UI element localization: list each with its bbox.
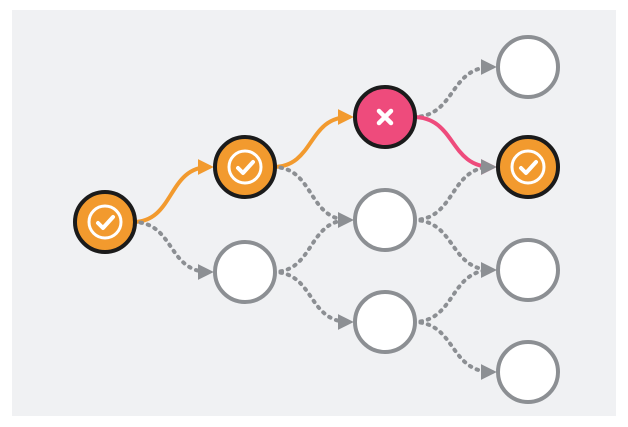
- node-circle: [213, 240, 277, 304]
- node-circle: [353, 290, 417, 354]
- node-l2-top: [353, 85, 417, 149]
- node-circle: [496, 35, 560, 99]
- node-circle: [73, 190, 137, 254]
- edge-l1-bottom-to-l2-mid: [271, 212, 354, 274]
- nodes-layer: [73, 35, 560, 404]
- node-l2-bottom: [353, 290, 417, 354]
- node-circle: [496, 340, 560, 404]
- edge-l1-top-to-l2-mid: [271, 165, 354, 228]
- check-icon-ring: [87, 204, 123, 240]
- edge-root-to-l1-top: [131, 159, 214, 224]
- x-icon: [376, 108, 394, 126]
- check-icon: [236, 160, 255, 175]
- check-icon: [96, 215, 115, 230]
- node-l3-4: [496, 340, 560, 404]
- check-icon-ring: [510, 149, 546, 185]
- check-icon: [519, 160, 538, 175]
- edge-l2-top-to-l3-2: [411, 115, 497, 175]
- node-circle: [496, 135, 560, 199]
- edge-l2-bottom-to-l3-3: [411, 262, 497, 324]
- node-circle: [353, 188, 417, 252]
- node-l1-bottom: [213, 240, 277, 304]
- edge-l2-mid-to-l3-3: [411, 218, 497, 278]
- node-circle: [213, 135, 277, 199]
- node-l3-3: [496, 238, 560, 302]
- node-l2-mid: [353, 188, 417, 252]
- edge-root-to-l1-bottom: [131, 220, 214, 280]
- node-circle: [496, 238, 560, 302]
- edge-l2-top-to-l3-1: [411, 59, 497, 119]
- edge-l2-mid-to-l3-2: [411, 159, 497, 222]
- edge-l1-bottom-to-l2-bottom: [271, 270, 354, 330]
- check-icon-ring: [227, 149, 263, 185]
- node-l1-top: [213, 135, 277, 199]
- node-l3-2: [496, 135, 560, 199]
- node-root: [73, 190, 137, 254]
- edge-l2-bottom-to-l3-4: [411, 320, 497, 380]
- edge-l1-top-to-l2-top: [271, 109, 354, 169]
- node-l3-1: [496, 35, 560, 99]
- edges-layer: [131, 59, 497, 380]
